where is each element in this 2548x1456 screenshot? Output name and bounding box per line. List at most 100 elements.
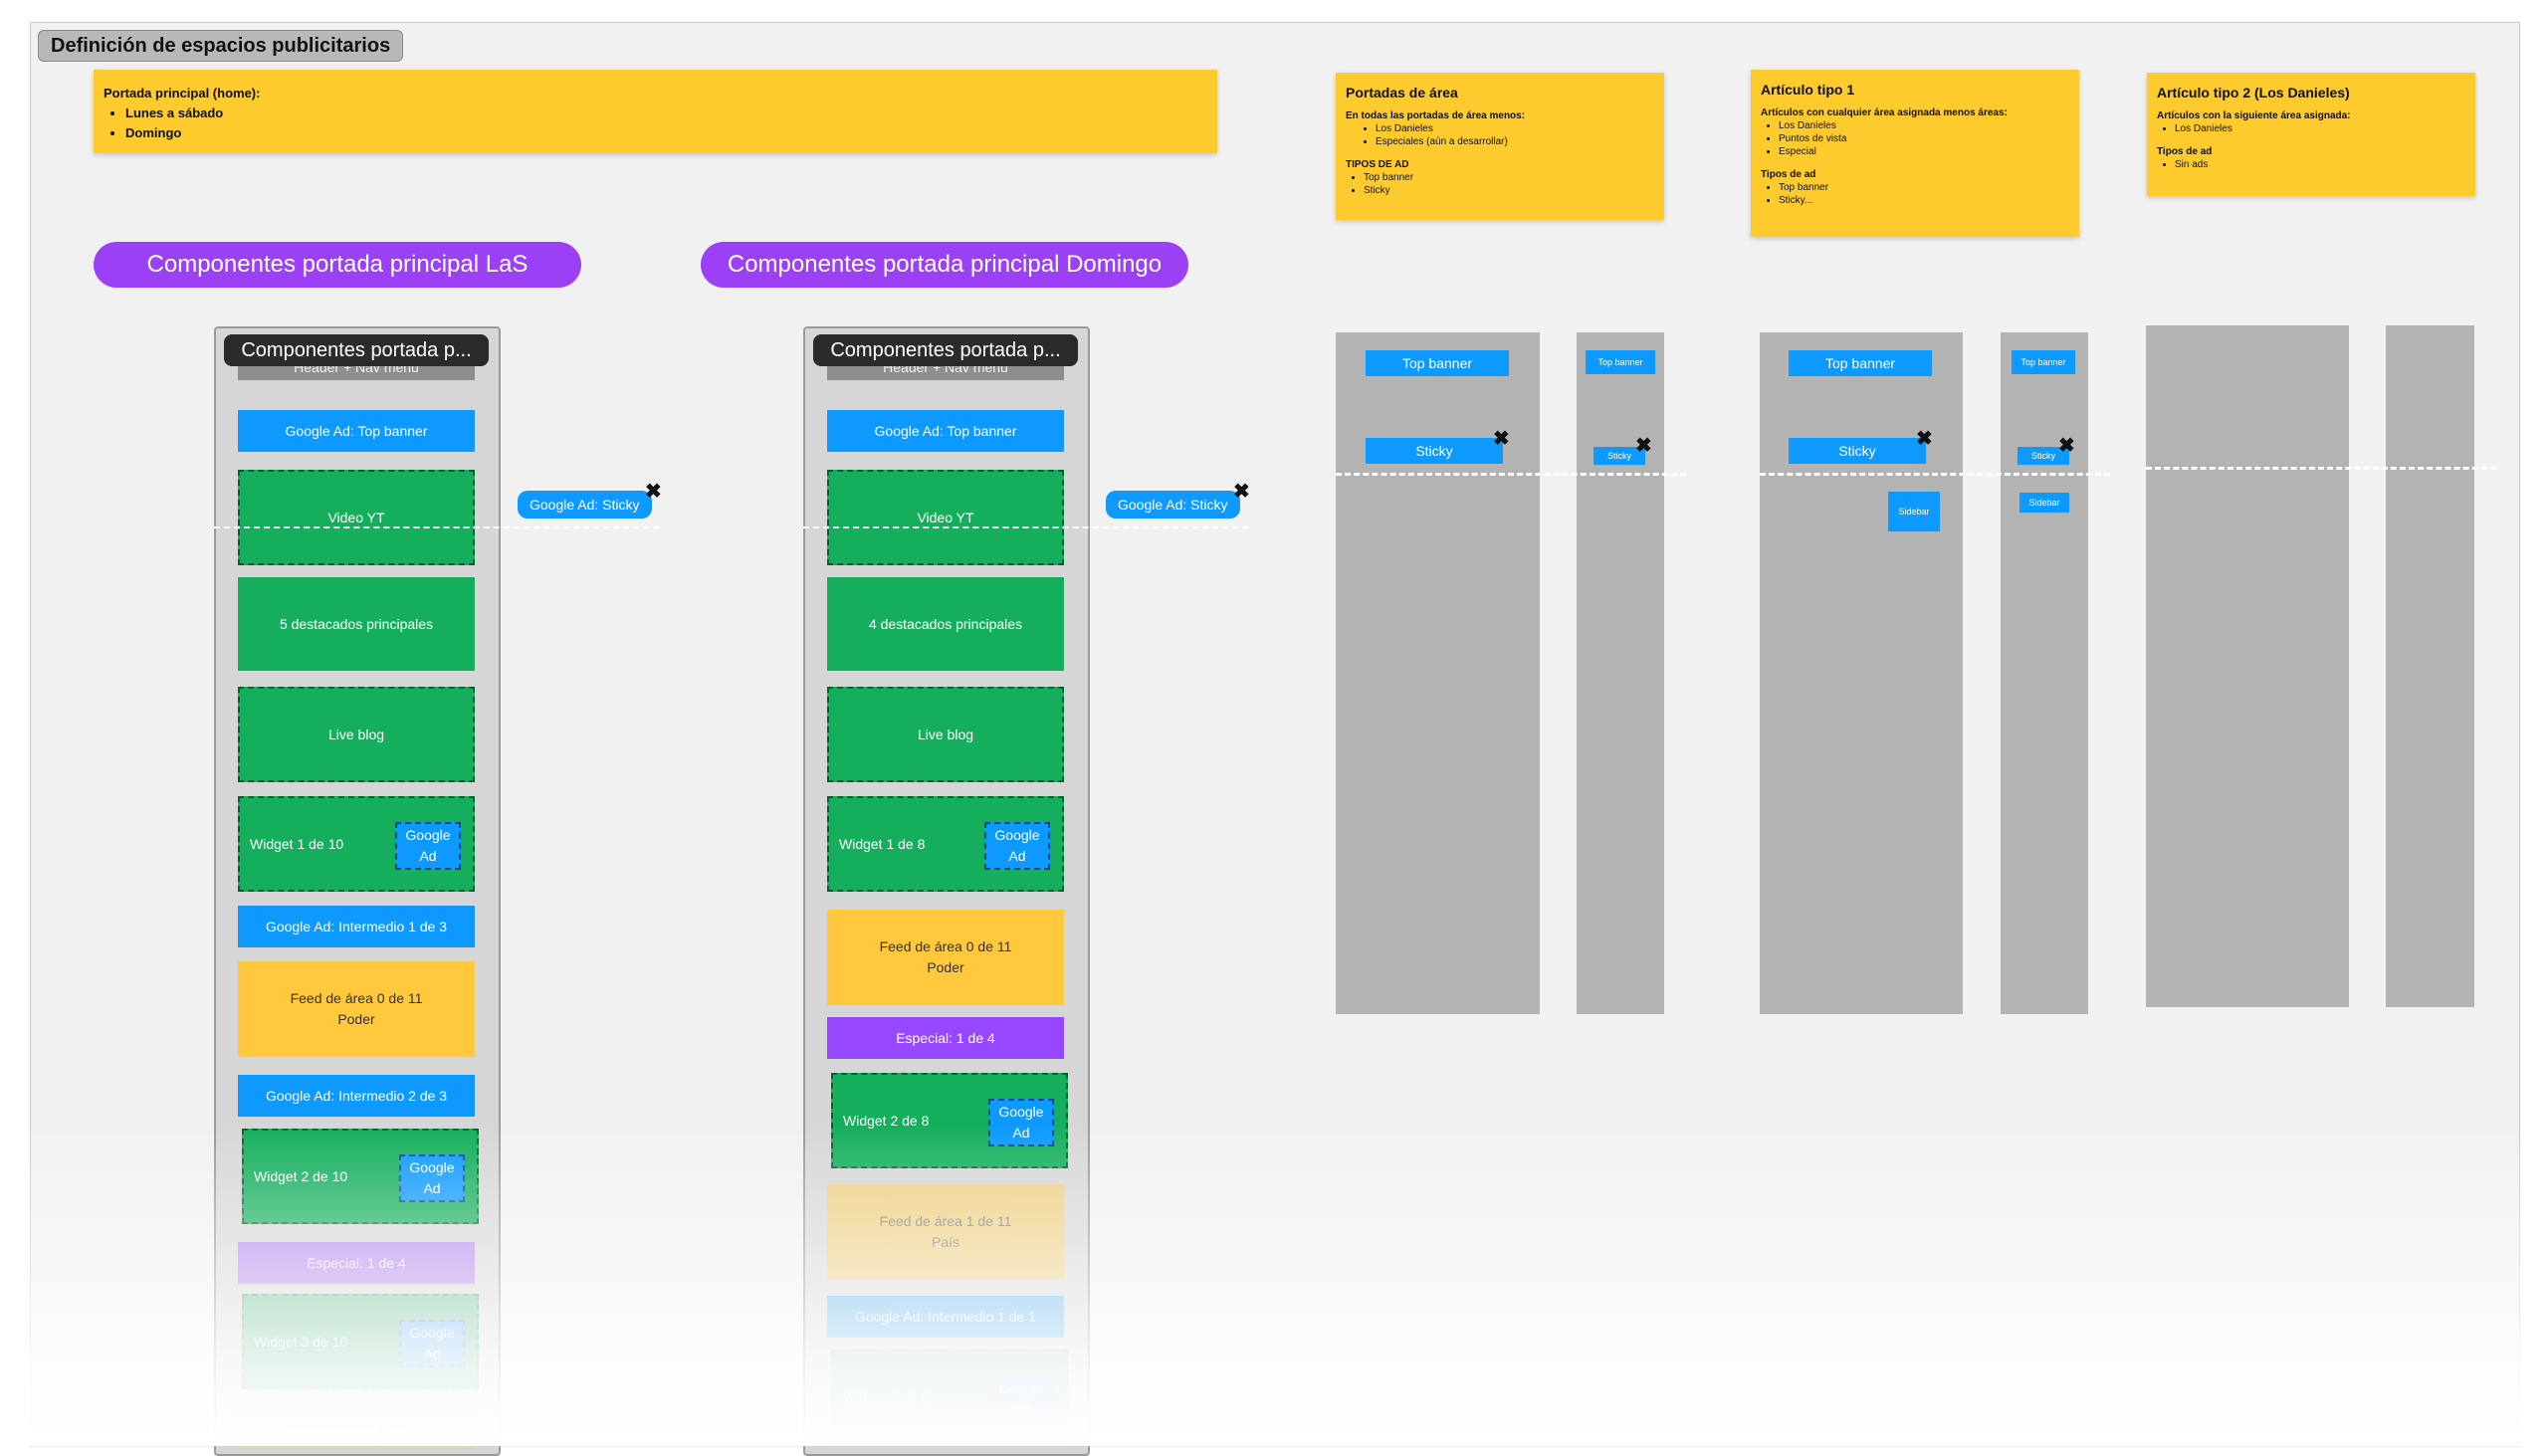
list-item: Sin ads [2175,158,2465,171]
note-articulo-tipo-1[interactable]: Artículo tipo 1 Artículos con cualquier … [1751,70,2079,237]
top-banner-tag[interactable]: Top banner [1366,350,1509,376]
note-article2-body: Artículo tipo 2 (Los Danieles) Artículos… [2157,85,2465,171]
feed-area-block[interactable]: Feed de área 1 de 11 País [827,1184,1064,1280]
note-article2-types-title: Tipos de ad [2157,146,2213,157]
top-banner-tag[interactable]: Top banner [2012,350,2075,374]
sticky-ad-tag[interactable]: Google Ad: Sticky [518,491,652,519]
top-banner-tag[interactable]: Top banner [1586,350,1655,374]
top-banner-tag[interactable]: Top banner [1789,350,1932,376]
video-yt-block[interactable]: Video YT [827,470,1064,565]
widget-block[interactable]: Widget 1 de 8 Google Ad [827,796,1064,892]
mockup-desktop-article2[interactable] [2146,325,2349,1007]
destacados-block[interactable]: 4 destacados principales [827,577,1064,671]
close-icon[interactable]: ✖ [1493,428,1510,450]
note-article2-intro: Artículos con la siguiente área asignada… [2157,110,2351,121]
fold-line [1760,473,2110,476]
especial-block[interactable]: Especial: 1 de 4 [238,1242,475,1284]
note-home-item: Domingo [125,123,1207,143]
destacados-block[interactable]: 5 destacados principales [238,577,475,671]
note-home-list: Lunes a sábado Domingo [104,104,1207,143]
note-articulo-tipo-2[interactable]: Artículo tipo 2 (Los Danieles) Artículos… [2147,73,2475,196]
google-ad-inline[interactable]: Google Ad [399,1320,465,1367]
sticky-tag[interactable]: Sticky [2017,447,2069,465]
google-ad-inline[interactable]: Google Ad [988,1099,1054,1146]
google-ad-inline[interactable]: Google Ad [399,1154,465,1202]
widget-block[interactable]: Widget 1 de 10 Google Ad [238,796,475,892]
frame-portada-domingo[interactable]: Header + Nav menu Componentes portada p.… [803,326,1090,1456]
sidebar-tag[interactable]: Sidebar [2019,493,2069,513]
note-article1-exceptions: Los Danieles Puntos de vista Especial [1761,119,2069,158]
list-item: Especial [1779,145,2069,158]
note-article1-body: Artículo tipo 1 Artículos con cualquier … [1761,82,2069,207]
especial-block[interactable]: Especial: 1 de 4 [827,1017,1064,1059]
note-home-item: Lunes a sábado [125,104,1207,123]
note-article2-areas: Los Danieles [2157,122,2465,135]
widget-label: Widget 3 de 8 [843,1388,930,1405]
widget-block[interactable]: Widget 2 de 10 Google Ad [242,1129,479,1224]
ad-top-banner[interactable]: Google Ad: Top banner [827,410,1064,452]
sticky-tag[interactable]: Sticky [1789,438,1926,464]
list-item: Top banner [1779,181,2069,194]
header-nav-block[interactable]: Header + Nav menu [827,364,1064,380]
live-blog-block[interactable]: Live blog [238,687,475,782]
ad-intermedio[interactable]: Google Ad: Intermedio 1 de 3 [238,906,475,947]
list-item: Sticky... [1779,194,2069,207]
ad-intermedio[interactable]: Google Ad: Intermedio 1 de 1 [827,1296,1064,1338]
section-pill-domingo[interactable]: Componentes portada principal Domingo [701,242,1188,288]
feed-area-block[interactable]: Feed de área 1 de 11 [238,1405,475,1449]
widget-block[interactable]: Widget 3 de 10 Google Ad [242,1294,479,1389]
list-item: Los Danieles [1376,122,1654,135]
feed-area-block[interactable]: Feed de área 0 de 11 Poder [827,910,1064,1005]
feed-title: Feed de área 1 de 11 [879,1213,1012,1229]
list-item: Puntos de vista [1779,132,2069,145]
note-areas-body: Portadas de área En todas las portadas d… [1346,85,1654,197]
feed-subtitle: Poder [927,959,964,975]
feed-subtitle: Poder [337,1011,375,1027]
close-icon[interactable]: ✖ [1916,428,1933,450]
widget-label: Widget 1 de 8 [839,835,926,852]
frame-label[interactable]: Componentes portada p... [813,334,1078,366]
feed-area-block[interactable]: Feed de área 0 de 11 Poder [238,961,475,1057]
sticky-tag[interactable]: Sticky [1593,447,1645,465]
list-item: Sticky [1364,184,1654,197]
sticky-tag[interactable]: Sticky [1366,438,1503,464]
note-article1-intro: Artículos con cualquier área asignada me… [1761,107,2008,118]
widget-block[interactable]: Widget 3 de 8 Google Ad [831,1350,1068,1445]
note-article1-title: Artículo tipo 1 [1761,82,1855,98]
frame-label[interactable]: Componentes portada p... [224,334,489,366]
note-article2-title: Artículo tipo 2 (Los Danieles) [2157,85,2350,101]
google-ad-inline[interactable]: Google Ad [984,822,1050,870]
ad-top-banner[interactable]: Google Ad: Top banner [238,410,475,452]
frame-portada-las[interactable]: Header + Nav menu Componentes portada p.… [214,326,501,1456]
ad-intermedio[interactable]: Google Ad: Intermedio 2 de 3 [238,1075,475,1117]
video-yt-block[interactable]: Video YT [238,470,475,565]
close-icon[interactable]: ✖ [2058,435,2075,457]
google-ad-inline[interactable]: Google Ad [395,822,461,870]
sticky-ad-tag[interactable]: Google Ad: Sticky [1106,491,1240,519]
mockup-mobile-area[interactable] [1577,332,1664,1014]
section-pill-las[interactable]: Componentes portada principal LaS [94,242,581,288]
fold-line [803,526,1248,528]
live-blog-block[interactable]: Live blog [827,687,1064,782]
fold-line [214,526,659,528]
mockup-mobile-article1[interactable] [2001,332,2088,1014]
feed-subtitle: País [931,1234,959,1250]
note-areas-intro: En todas las portadas de área menos: [1346,110,1526,121]
board-title[interactable]: Definición de espacios publicitarios [38,30,404,62]
mockup-mobile-article2[interactable] [2386,325,2474,1007]
sidebar-tag[interactable]: Sidebar [1888,492,1940,531]
feed-title: Feed de área 0 de 11 [290,990,423,1006]
note-areas-title: Portadas de área [1346,85,1458,101]
note-article1-types: Top banner Sticky... [1761,181,2069,207]
close-icon[interactable]: ✖ [1233,481,1250,503]
close-icon[interactable]: ✖ [1635,435,1652,457]
google-ad-inline[interactable]: Google Ad [988,1375,1054,1423]
close-icon[interactable]: ✖ [645,481,662,503]
note-areas-types: Top banner Sticky [1346,171,1654,197]
list-item: Los Danieles [2175,122,2465,135]
widget-block[interactable]: Widget 2 de 8 Google Ad [831,1073,1068,1168]
header-nav-block[interactable]: Header + Nav menu [238,364,475,380]
note-home[interactable]: Portada principal (home): Lunes a sábado… [94,70,1217,153]
note-article1-types-title: Tipos de ad [1761,169,1816,180]
note-portadas-area[interactable]: Portadas de área En todas las portadas d… [1336,73,1664,220]
